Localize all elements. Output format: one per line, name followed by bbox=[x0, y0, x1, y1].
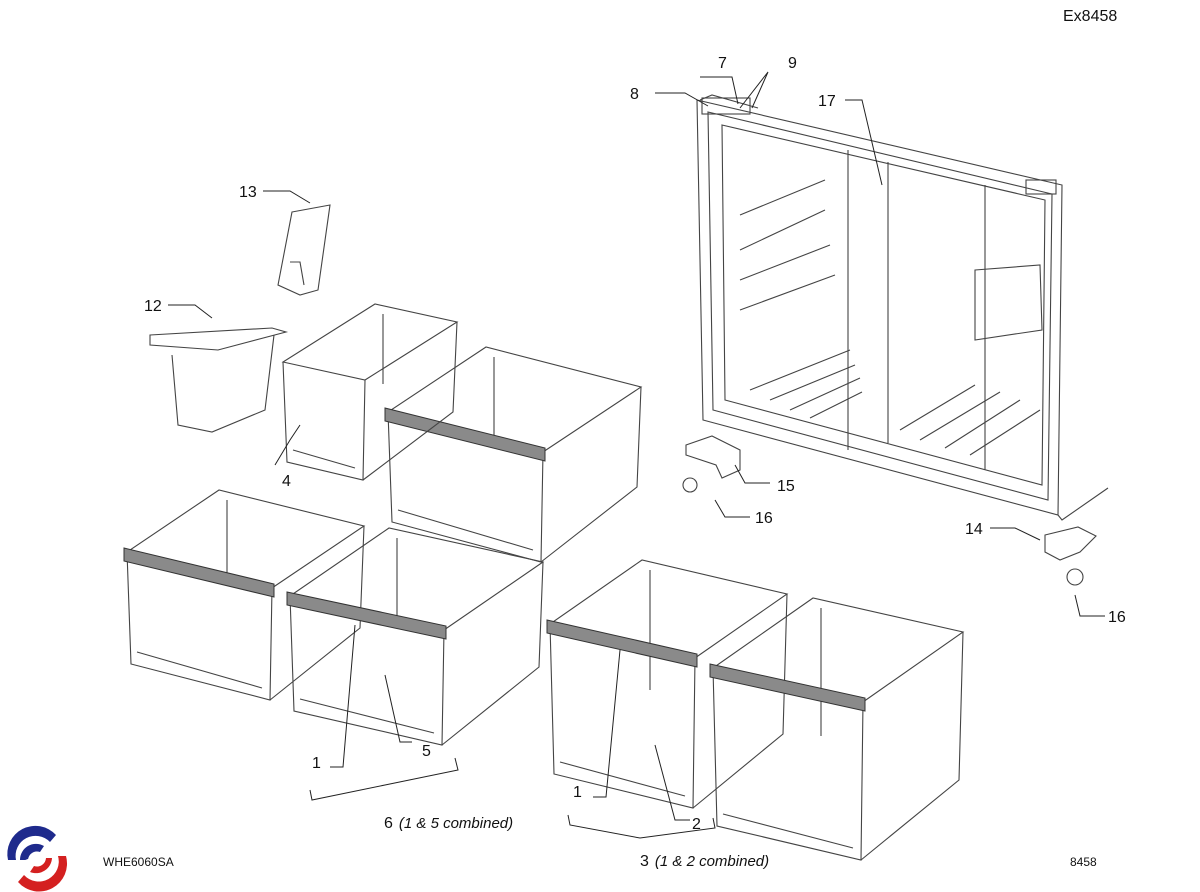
callout-16-a: 16 bbox=[755, 510, 773, 527]
callout-9: 9 bbox=[788, 55, 797, 72]
callout-15: 15 bbox=[777, 478, 795, 495]
part-13 bbox=[277, 204, 331, 296]
crisper-lower-right-inner bbox=[722, 608, 854, 849]
callout-8: 8 bbox=[630, 86, 639, 103]
callout-2: 2 bbox=[692, 816, 701, 833]
crisper-upper bbox=[386, 346, 643, 453]
crisper-lower-right-body bbox=[712, 631, 964, 861]
model-number: WHE6060SA bbox=[103, 855, 174, 869]
crisper-2-body bbox=[549, 593, 788, 809]
crisper-2-handle bbox=[546, 619, 698, 668]
hinge-parts bbox=[682, 435, 1097, 586]
callout-14: 14 bbox=[965, 521, 983, 538]
callout-17: 17 bbox=[818, 93, 836, 110]
callout-12: 12 bbox=[144, 298, 162, 315]
bin-4 bbox=[281, 303, 459, 381]
crisper-lower-right bbox=[711, 597, 965, 703]
crisper-lower-left-handle bbox=[123, 547, 275, 598]
diagram-code: Ex8458 bbox=[1063, 8, 1117, 25]
brand-logo bbox=[7, 825, 68, 892]
callout-5: 5 bbox=[422, 743, 431, 760]
crisper-5-handle bbox=[286, 591, 447, 640]
assembly-6-number: 6(1 & 5 combined) bbox=[384, 815, 513, 832]
crisper-lower-left-inner bbox=[136, 500, 263, 689]
page-code: 8458 bbox=[1070, 855, 1097, 869]
crisper-2 bbox=[548, 559, 789, 659]
crisper-5-body bbox=[289, 561, 544, 746]
crisper-5-inner bbox=[299, 538, 435, 734]
crisper-upper-body bbox=[387, 386, 642, 563]
callout-13: 13 bbox=[239, 184, 257, 201]
freezer-door-panel bbox=[696, 94, 1109, 521]
crisper-lower-right-handle bbox=[709, 663, 866, 712]
crisper-upper-inner bbox=[397, 357, 534, 551]
callout-7: 7 bbox=[718, 55, 727, 72]
bin-4-inner bbox=[292, 314, 384, 469]
crisper-upper-handle bbox=[384, 407, 546, 462]
assembly-3-number: 3(1 & 2 combined) bbox=[640, 853, 769, 870]
parts-drawing bbox=[123, 204, 965, 861]
crisper-lower-left bbox=[125, 489, 366, 589]
leader-lines bbox=[168, 71, 1105, 839]
bin-12 bbox=[149, 327, 289, 433]
crisper-2-inner bbox=[559, 570, 686, 797]
crisper-lower-left-body bbox=[126, 525, 365, 701]
callout-1-a: 1 bbox=[312, 755, 321, 772]
callout-4: 4 bbox=[282, 473, 291, 490]
callout-16-b: 16 bbox=[1108, 609, 1126, 626]
callout-1-b: 1 bbox=[573, 784, 582, 801]
bin-4-body bbox=[282, 321, 458, 481]
crisper-5 bbox=[288, 527, 545, 631]
